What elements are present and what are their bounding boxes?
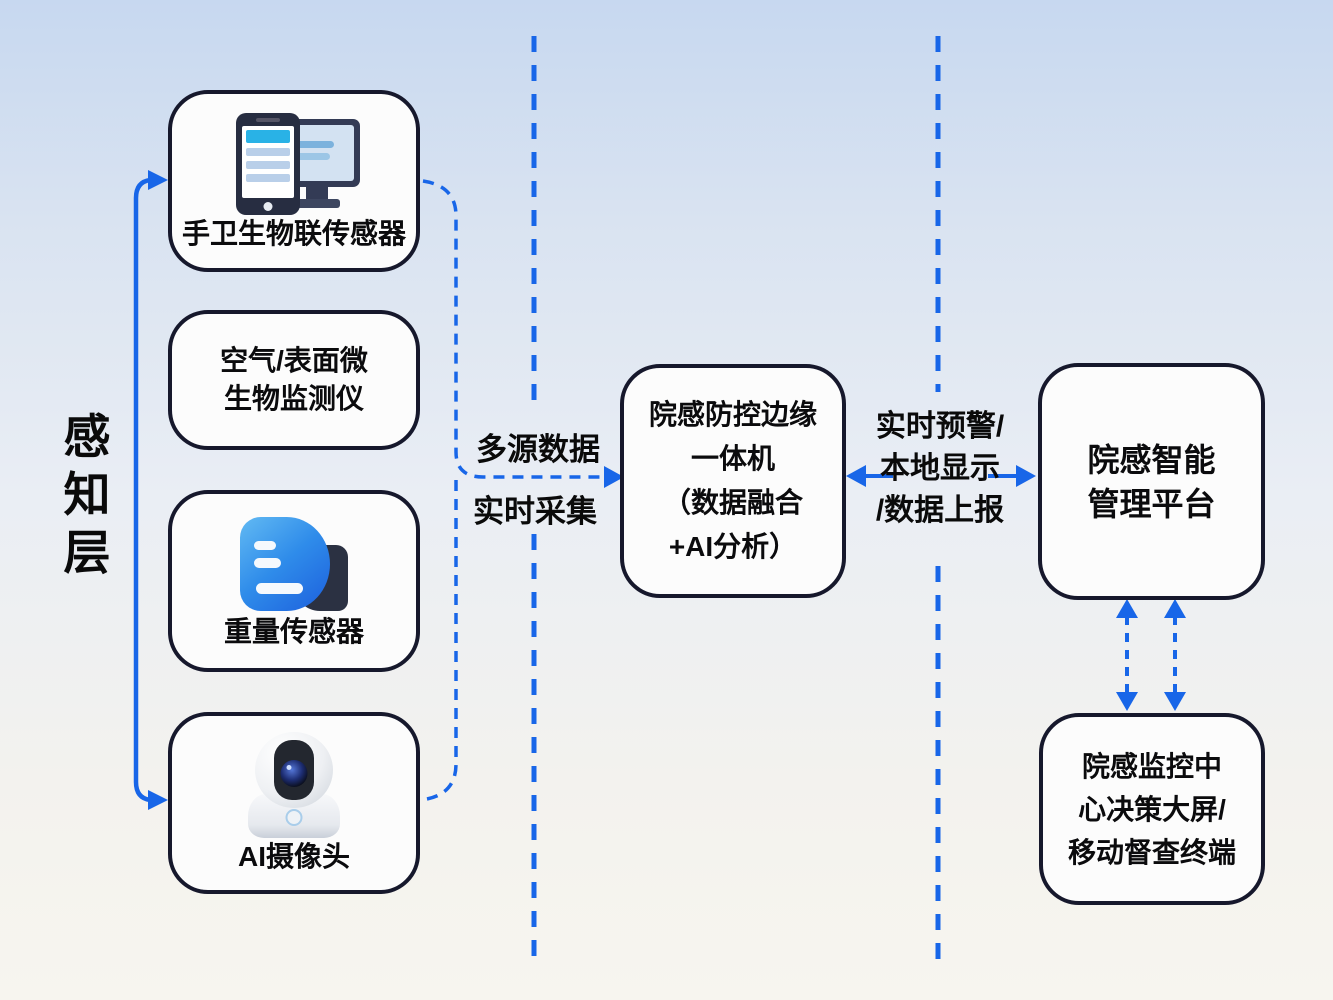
- exchange-label-line1: 实时预警/: [875, 410, 1005, 443]
- ai-camera-icon: [243, 732, 345, 838]
- collect-label-line2: 实时采集: [473, 494, 597, 529]
- node-label: 重量传感器: [223, 616, 364, 647]
- node-label: 移动督查终端: [1067, 836, 1236, 868]
- node-ai-camera: AI摄像头: [168, 712, 420, 894]
- layer-char: 感: [63, 410, 111, 463]
- node-label: 生物监测仪: [223, 383, 364, 414]
- node-label: 院感智能: [1087, 441, 1216, 478]
- node-label: （数据融合: [662, 487, 803, 518]
- node-hand-hygiene-sensor: 手卫生物联传感器: [168, 90, 420, 272]
- smartphone-monitor-icon: [228, 113, 360, 215]
- exchange-label: 实时预警/ 本地显示 /数据上报: [840, 406, 1040, 532]
- layer-char: 层: [63, 526, 111, 579]
- node-label: +AI分析）: [668, 531, 798, 562]
- node-edge-computer: 院感防控边缘 一体机 （数据融合 +AI分析）: [620, 364, 846, 598]
- node-label: 管理平台: [1087, 485, 1216, 522]
- node-management-platform: 院感智能 管理平台: [1038, 363, 1265, 600]
- node-label: AI摄像头: [237, 841, 350, 872]
- smartphone-icon: [236, 113, 300, 215]
- layer-char: 知: [63, 468, 111, 521]
- exchange-label-line2: 本地显示: [880, 452, 1000, 485]
- node-air-surface-monitor: 空气/表面微 生物监测仪: [168, 310, 420, 450]
- collect-dashed-arrow: [422, 179, 606, 801]
- node-label: 院感监控中: [1081, 750, 1222, 782]
- node-label: 手卫生物联传感器: [181, 218, 406, 249]
- perception-bracket-arrow: [133, 170, 168, 810]
- perception-layer-label: 感 知 层: [52, 408, 122, 582]
- collect-arrowhead: [604, 466, 624, 488]
- weight-sensor-icon: [240, 517, 348, 613]
- node-label: 空气/表面微: [220, 345, 368, 376]
- node-monitoring-center: 院感监控中 心决策大屏/ 移动督查终端: [1039, 713, 1265, 905]
- exchange-arrow: [846, 465, 1036, 487]
- node-label: 院感防控边缘: [648, 399, 817, 430]
- sync-arrows: [1116, 599, 1186, 711]
- node-label: 一体机: [690, 443, 775, 474]
- collect-label-line1: 多源数据: [476, 432, 600, 467]
- node-weight-sensor: 重量传感器: [168, 490, 420, 672]
- node-label: 心决策大屏/: [1078, 793, 1226, 825]
- exchange-label-line3: /数据上报: [875, 494, 1005, 527]
